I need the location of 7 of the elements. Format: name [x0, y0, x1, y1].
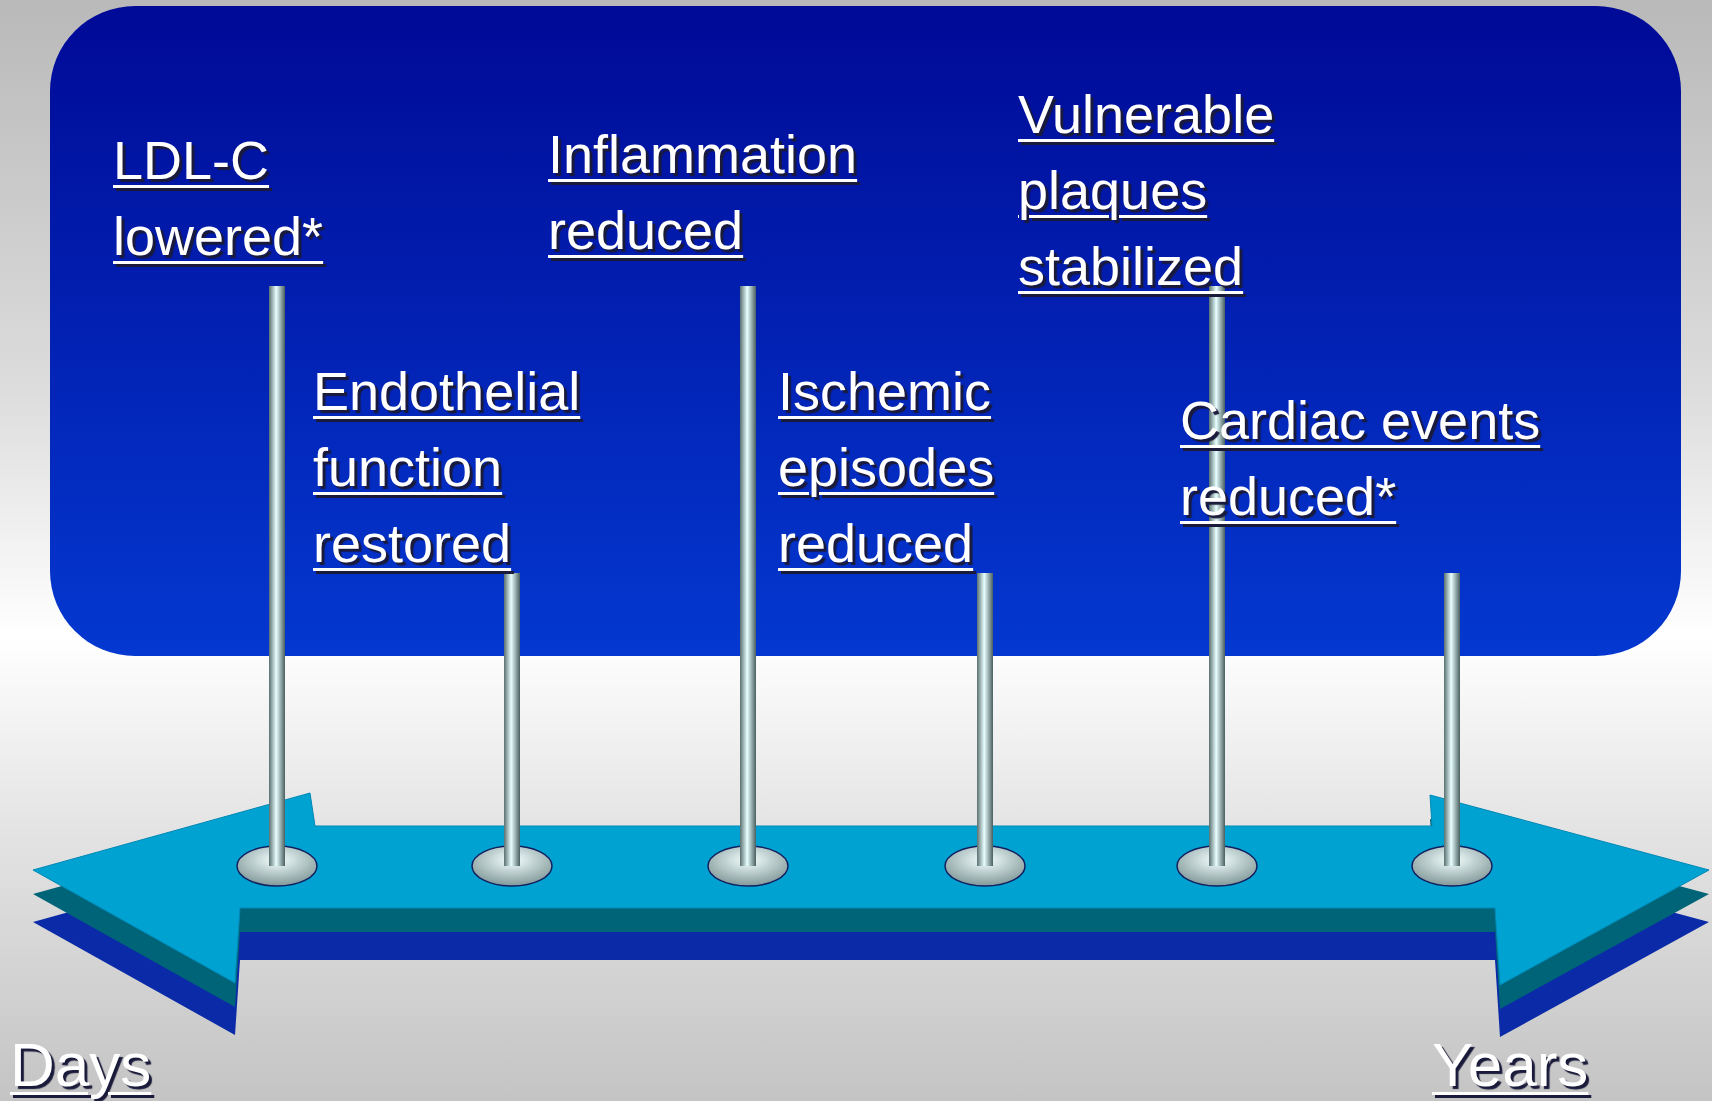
timeline-label: Vulnerable plaques stabilized [1018, 83, 1276, 298]
timeline-label: LDL-C lowered* [113, 129, 325, 268]
timeline-label: Inflammation reduced [548, 123, 859, 262]
axis-end-label: Days [10, 1030, 153, 1100]
axis-end-label: Years [1432, 1030, 1590, 1100]
timeline-label: Ischemic episodes reduced [778, 360, 996, 575]
timeline-label: Endothelial function restored [313, 360, 582, 575]
